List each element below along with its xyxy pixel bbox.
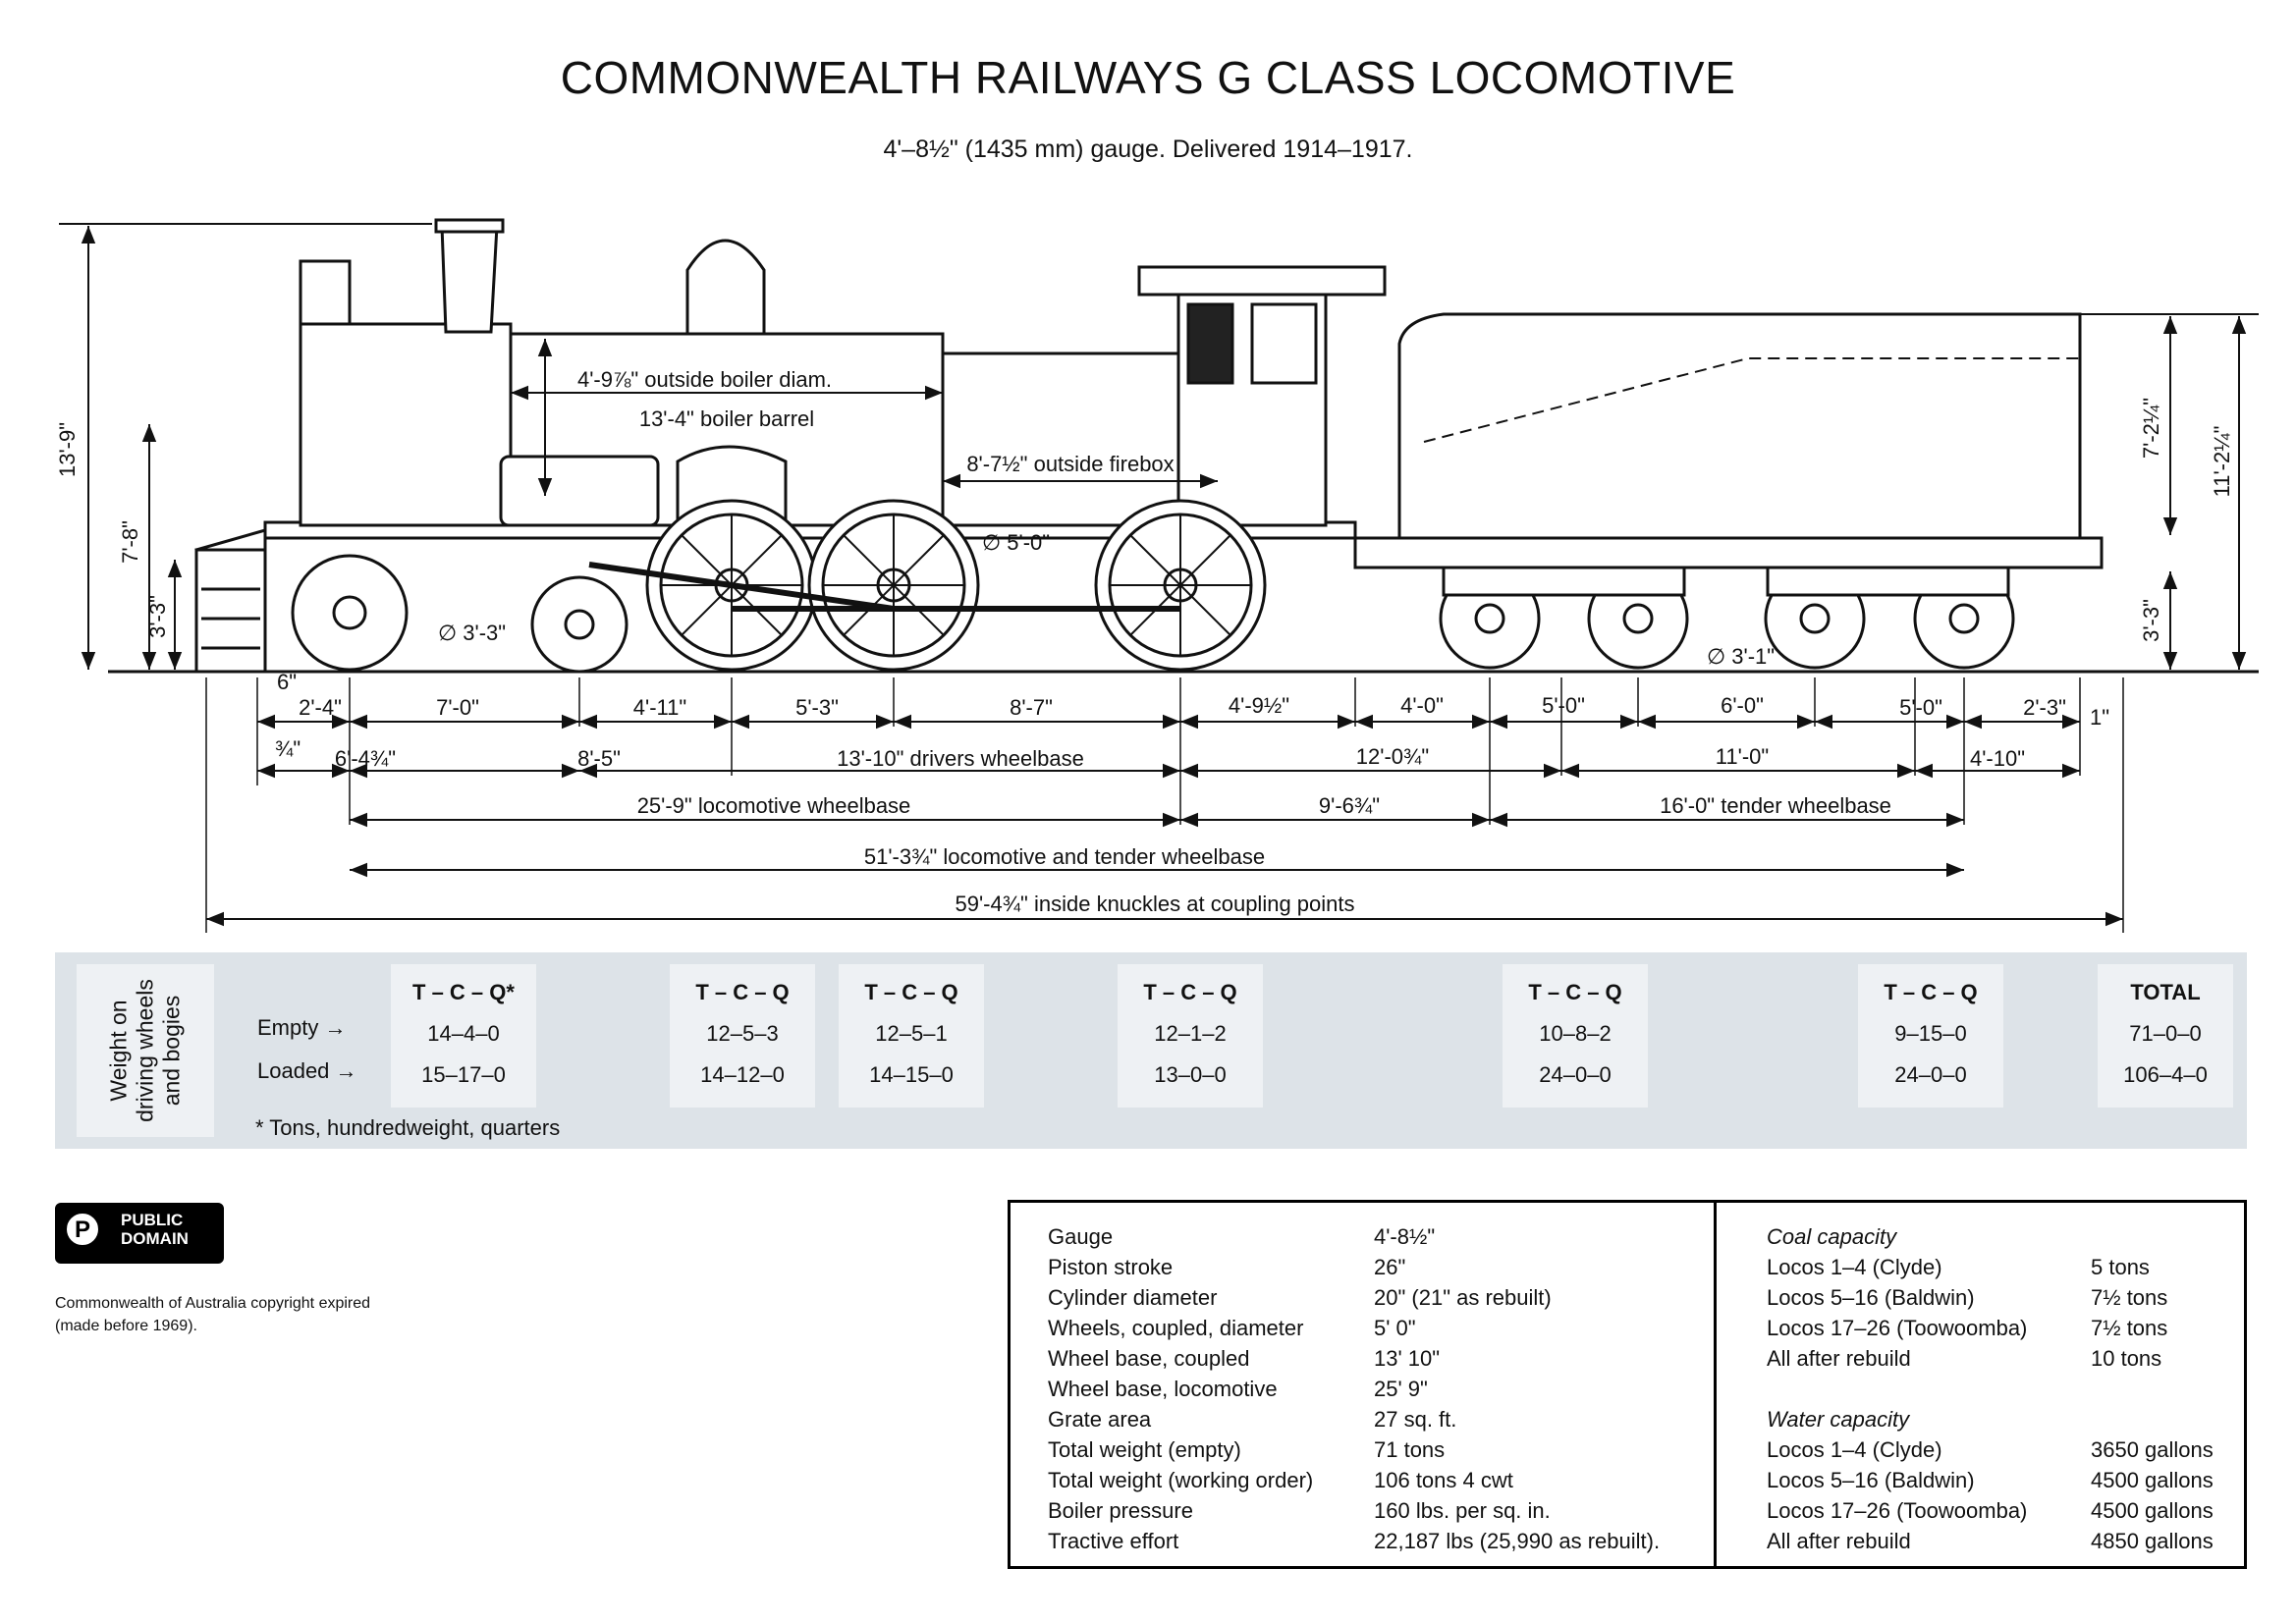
weights-side-label: Weight on driving wheels and bogies (77, 964, 214, 1137)
dim-row2-label: 8'-5" (577, 746, 621, 771)
dim-row2-label: 11'-0" (1716, 744, 1769, 769)
smokebox (299, 322, 513, 527)
weight-column: T – C – Q 10–8–2 24–0–0 (1503, 964, 1648, 1108)
dim-row1-label: 2'-4" (299, 695, 342, 720)
bogie-wheels (291, 554, 629, 674)
bogie-diam-label: ∅ 3'-3" (438, 621, 506, 645)
six-inch-label: 6" (277, 670, 297, 694)
tender-frame (1353, 536, 2104, 569)
dim-row1-label: 4'-9½" (1229, 693, 1289, 718)
headlight (299, 259, 352, 326)
cab-roof (1137, 265, 1387, 297)
copyright-note: Commonwealth of Australia copyright expi… (55, 1295, 371, 1334)
firebox (941, 352, 1180, 527)
weight-column: T – C – Q 9–15–0 24–0–0 (1858, 964, 2003, 1108)
weights-panel: Weight on driving wheels and bogies Empt… (55, 952, 2247, 1149)
cylinder (499, 455, 660, 527)
three-quarter-label: ¾" (275, 736, 301, 761)
dim-row1-label: 5'-0" (1899, 695, 1942, 720)
dim-row1-label: 5'-3" (795, 695, 839, 720)
loaded-row-label: Loaded → (257, 1058, 357, 1083)
driver-diam-label: ∅ 5'-0" (982, 530, 1050, 555)
chimney (440, 224, 499, 334)
dim-row2-label: 13'-10" drivers wheelbase (837, 746, 1084, 771)
diagram-subtitle: 4'–8½" (1435 mm) gauge. Delivered 1914–1… (883, 135, 1413, 163)
diagram-title: COMMONWEALTH RAILWAYS G CLASS LOCOMOTIVE (560, 52, 1736, 103)
tender (1353, 312, 2104, 670)
dim-height-total: 13'-9" (55, 422, 80, 477)
dome (685, 239, 766, 336)
dim-row3-label: 25'-9" locomotive wheelbase (637, 793, 911, 818)
cab-window-1 (1186, 302, 1234, 385)
dim-row1-label: 8'-7" (1010, 695, 1053, 720)
one-inch-label: 1" (2090, 705, 2109, 730)
weight-column: T – C – Q 12–1–2 13–0–0 (1118, 964, 1263, 1108)
dim-height-coupler: 3'-3" (145, 595, 170, 638)
public-domain-icon: P (64, 1211, 101, 1248)
tender-tank (1397, 312, 2082, 540)
dim-row2-label: 12'-0¾" (1356, 744, 1429, 769)
boiler-barrel-label: 13'-4" boiler barrel (639, 406, 814, 431)
weight-column: T – C – Q* 14–4–0 15–17–0 (391, 964, 536, 1108)
dim-row1-label: 4'-11" (633, 695, 686, 720)
dim-height-boiler: 7'-8" (118, 520, 142, 564)
dim-row1-label: 4'-0" (1400, 693, 1444, 718)
weight-total-column: TOTAL 71–0–0 106–4–0 (2098, 964, 2233, 1108)
firebox-label: 8'-7½" outside firebox (966, 452, 1174, 476)
dim-row1-label: 6'-0" (1721, 693, 1764, 718)
dim-tender-top: 7'-2¼" (2139, 398, 2163, 459)
connecting-rod (588, 562, 895, 612)
dim-row4-label: 51'-3¾" locomotive and tender wheelbase (864, 844, 1265, 869)
dim-row1-label: 2'-3" (2023, 695, 2066, 720)
cowcatcher (194, 548, 267, 674)
dim-row1-label: 7'-0" (436, 695, 479, 720)
cab-window-2 (1250, 302, 1318, 385)
dim-row2-label: 6'-4¾" (335, 746, 396, 771)
weight-column: T – C – Q 12–5–1 14–15–0 (839, 964, 984, 1108)
dim-row1-label: 5'-0" (1542, 693, 1585, 718)
dim-row2-label: 4'-10" (1970, 746, 2025, 771)
weight-column: T – C – Q 12–5–3 14–12–0 (670, 964, 815, 1108)
empty-row-label: Empty → (257, 1015, 347, 1040)
dim-row3-label: 9'-6¾" (1319, 793, 1380, 818)
dim-tender-total: 11'-2¼" (2210, 426, 2234, 498)
dim-tender-coupler: 3'-3" (2139, 599, 2163, 642)
boiler-diam-label: 4'-9⅞" outside boiler diam. (577, 367, 832, 392)
dim-row3-label: 16'-0" tender wheelbase (1660, 793, 1891, 818)
tender-wheel-diam-label: ∅ 3'-1" (1707, 644, 1775, 669)
weights-note: * Tons, hundredweight, quarters (255, 1115, 561, 1140)
dim-row5-label: 59'-4¾" inside knuckles at coupling poin… (955, 892, 1354, 916)
